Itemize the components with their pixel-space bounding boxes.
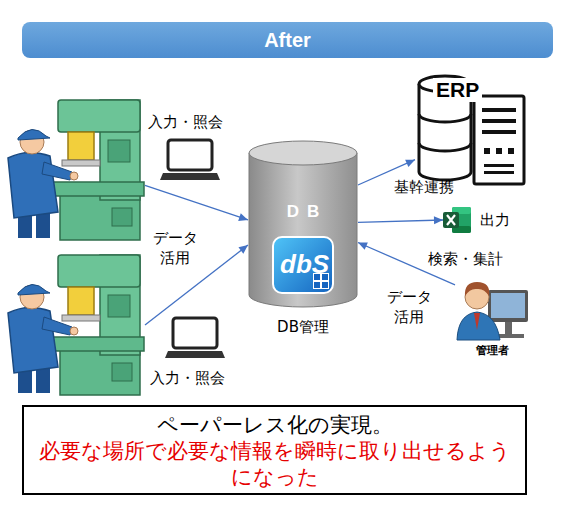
excel-output: 出力 xyxy=(443,206,471,234)
cylinder-top xyxy=(249,141,357,165)
admin-label: 管理者 xyxy=(455,344,530,358)
db-label: DB xyxy=(248,202,358,222)
station-label: 入力・照会 xyxy=(148,112,223,132)
logo-text: dbS xyxy=(280,250,329,278)
erp-label: ERP xyxy=(433,78,482,102)
window-pane xyxy=(322,282,329,289)
server-led xyxy=(508,148,514,154)
laptop-base xyxy=(165,351,225,358)
logo-badge: dbS xyxy=(272,236,334,294)
laptop-screen xyxy=(173,318,217,348)
action-note: 検索・集計 xyxy=(428,249,503,269)
connector xyxy=(145,185,248,220)
server-vent xyxy=(484,164,514,167)
person-body xyxy=(457,312,500,340)
operator-station: 入力・照会 xyxy=(0,255,145,395)
summary-heading: ペーパーレス化の実現。 xyxy=(24,412,525,438)
arrow-head xyxy=(358,242,368,249)
server-tower xyxy=(474,96,524,184)
station-label: 入力・照会 xyxy=(150,368,225,388)
summary-box: ペーパーレス化の実現。必要な場所で必要な情報を瞬時に取り出せるようになった xyxy=(22,405,527,495)
flow-note: データ活用 xyxy=(150,228,200,268)
title-banner: After xyxy=(22,22,553,58)
operator-station: 入力・照会 xyxy=(0,100,145,240)
monitor xyxy=(488,290,528,322)
arrow-head xyxy=(238,213,248,221)
laptop-icon xyxy=(160,140,220,180)
excel-mark xyxy=(447,215,455,225)
window-pane xyxy=(314,282,321,289)
database-cylinder: DBdbSDB管理 xyxy=(248,140,358,308)
arrow-head xyxy=(238,245,248,254)
connector-line xyxy=(145,185,248,220)
arrow-head xyxy=(434,216,443,224)
server-slot xyxy=(482,119,516,123)
erp-server-icon xyxy=(419,76,524,184)
output-label: 出力 xyxy=(480,210,510,230)
laptop-icon xyxy=(165,318,225,358)
excel-badge xyxy=(443,212,459,228)
monitor-screen xyxy=(491,293,525,318)
server-led xyxy=(484,148,490,154)
connector xyxy=(358,216,443,224)
db-caption: DB管理 xyxy=(238,317,368,337)
summary-body: 必要な場所で必要な情報を瞬時に取り出せるようになった xyxy=(24,438,525,490)
connector-line xyxy=(358,220,443,222)
person-tie xyxy=(474,313,480,330)
press-machine-illustration xyxy=(8,100,144,240)
erp-server: ERP xyxy=(415,75,525,185)
edge-label: 基幹連携 xyxy=(394,177,454,197)
server-led xyxy=(496,148,502,154)
laptop-screen xyxy=(168,140,212,170)
cylinder-body xyxy=(249,153,357,307)
arrow-head xyxy=(405,160,415,167)
administrator: 管理者 xyxy=(455,272,530,340)
admin-icon xyxy=(457,282,528,340)
press-machine-illustration xyxy=(8,255,144,395)
excel-icon xyxy=(443,207,471,233)
server-vent xyxy=(484,171,514,174)
server-slot xyxy=(482,130,516,134)
person-hair xyxy=(465,282,489,296)
db-stack-band xyxy=(419,114,471,122)
db-stack-band xyxy=(419,143,471,151)
edge-label: データ活用 xyxy=(384,287,434,327)
monitor-stand xyxy=(505,322,512,335)
server-slot xyxy=(482,108,516,112)
laptop-base xyxy=(160,173,220,180)
